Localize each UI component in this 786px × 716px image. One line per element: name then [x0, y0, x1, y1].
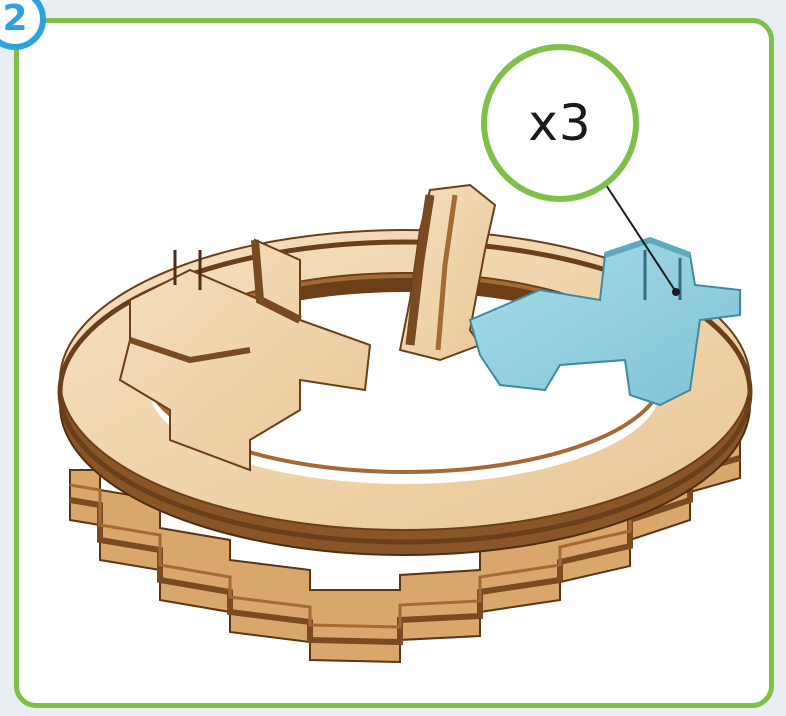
quantity-callout: x3 — [481, 44, 639, 202]
callout-anchor-dot — [672, 288, 680, 296]
quantity-label: x3 — [528, 94, 591, 152]
step-number: 2 — [2, 1, 27, 37]
